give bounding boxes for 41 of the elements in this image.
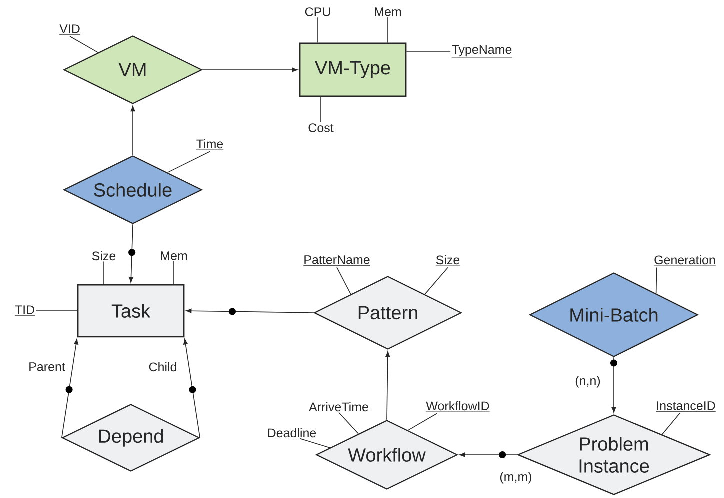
connector-line xyxy=(424,267,448,295)
connector-line xyxy=(320,96,322,123)
entity-box: VM-Type xyxy=(299,42,407,98)
edge-label: Child xyxy=(148,361,178,373)
arrow xyxy=(130,106,136,156)
arrow xyxy=(202,68,298,72)
connector-line xyxy=(656,267,658,294)
key-attribute-label: Generation xyxy=(654,255,716,266)
key-attribute-label: WorkflowID xyxy=(426,401,490,412)
key-attribute-label: VID xyxy=(59,24,81,35)
arrow xyxy=(186,308,314,316)
attribute-label: CPU xyxy=(305,8,330,16)
arrow xyxy=(386,351,390,420)
arrow xyxy=(128,224,136,283)
connector-line xyxy=(70,36,99,54)
attribute-label: ArriveTime xyxy=(309,402,368,412)
connector-line xyxy=(662,413,680,436)
connector-line xyxy=(300,438,331,448)
attribute-label: Mem xyxy=(161,252,188,260)
entity-box: Task xyxy=(77,284,185,338)
arrow xyxy=(459,451,518,458)
edge-label: Parent xyxy=(28,362,66,372)
arrow xyxy=(184,339,200,438)
attribute-label: Deadline xyxy=(268,428,316,438)
arrow xyxy=(62,339,78,438)
key-attribute-label: InstanceID xyxy=(656,402,716,412)
key-attribute-label: TID xyxy=(14,306,36,316)
arrow xyxy=(610,357,618,414)
edge-label: (n,n) xyxy=(574,375,602,389)
key-attribute-label: TypeName xyxy=(452,45,512,58)
connector-line xyxy=(36,310,78,312)
connector-line xyxy=(408,413,438,431)
key-attribute-label: Size xyxy=(436,255,460,266)
attribute-label: Mem xyxy=(375,8,402,16)
attribute-label: Cost xyxy=(308,124,334,132)
connector-line xyxy=(338,412,359,434)
key-attribute-label: PatterName xyxy=(303,256,371,266)
attribute-label: Size xyxy=(92,251,116,261)
connector-line xyxy=(336,267,352,295)
connector-line xyxy=(167,151,210,174)
key-attribute-label: Time xyxy=(196,139,224,150)
